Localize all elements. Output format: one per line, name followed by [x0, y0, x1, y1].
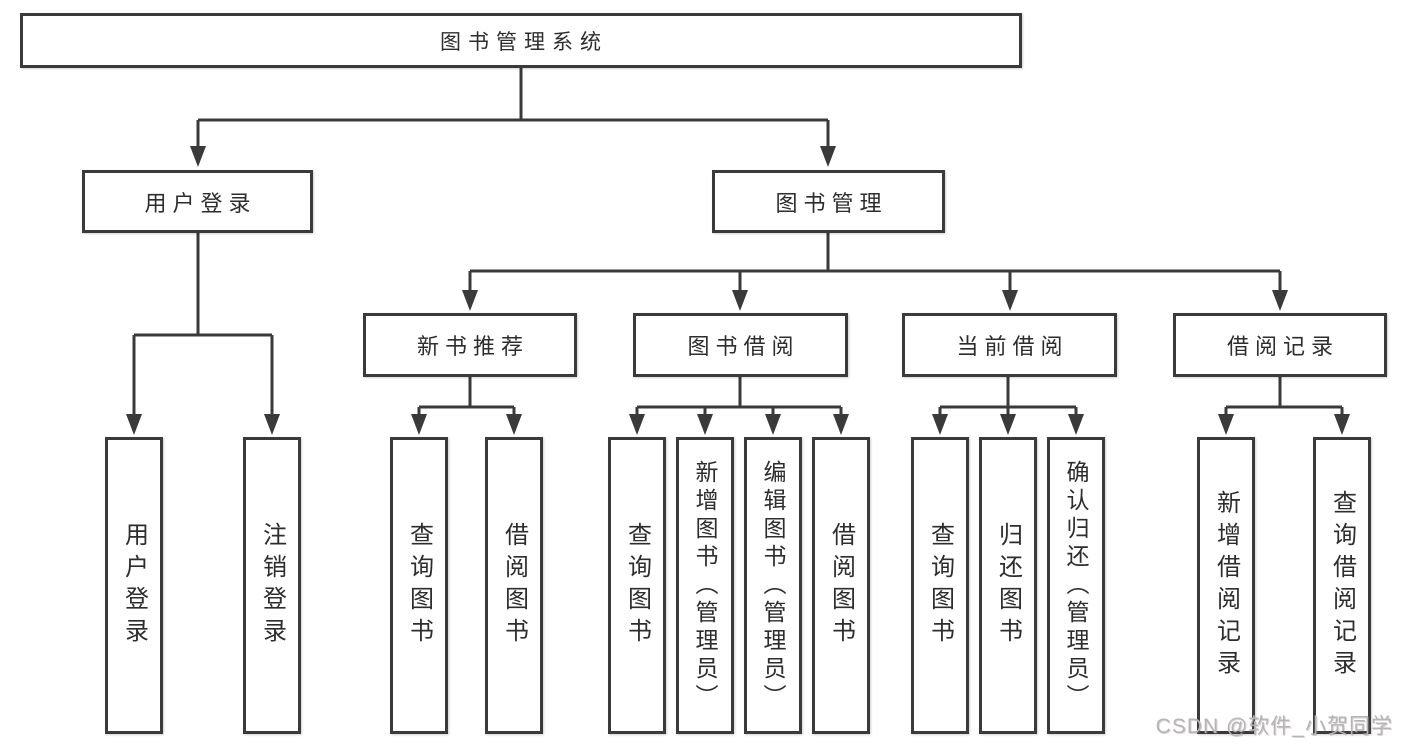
leaf-bb-borrow-books: 借阅图书: [812, 437, 870, 734]
leaf-bb-add-books-admin: 新增图书（管理员）: [676, 437, 734, 734]
node-label: 当前借阅: [956, 334, 1069, 359]
node-current-borrowing: 当前借阅: [902, 313, 1117, 377]
leaf-label: 归还图书: [994, 521, 1022, 650]
leaf-label: 新增借阅记录: [1212, 489, 1240, 682]
leaf-cb-query-books: 查询图书: [911, 437, 969, 734]
leaf-label: 借阅图书: [827, 521, 855, 650]
node-label: 图书管理: [775, 190, 888, 216]
leaf-label: 查询借阅记录: [1328, 489, 1356, 682]
leaf-bb-query-books: 查询图书: [608, 437, 666, 734]
leaf-label: 查询图书: [926, 521, 954, 650]
leaf-br-add-record: 新增借阅记录: [1197, 437, 1255, 734]
csdn-watermark: CSDN @软件_小贺同学: [1155, 715, 1393, 738]
node-label: 图书借阅: [687, 334, 800, 359]
node-book-borrowing: 图书借阅: [633, 313, 848, 377]
leaf-label: 编辑图书（管理员）: [760, 459, 786, 712]
node-book-management: 图书管理: [712, 170, 945, 233]
node-new-book-recommend: 新书推荐: [363, 313, 577, 377]
leaf-label: 查询图书: [405, 521, 433, 650]
node-label: 用户登录: [144, 190, 257, 216]
node-library-management-system: 图书管理系统: [20, 13, 1022, 68]
leaf-cb-return-books: 归还图书: [979, 437, 1037, 734]
leaf-nb-query-books: 查询图书: [390, 437, 448, 734]
leaf-logout: 注销登录: [243, 437, 301, 734]
node-label: 借阅记录: [1226, 334, 1339, 359]
leaf-cb-confirm-return-admin: 确认归还（管理员）: [1047, 437, 1105, 734]
leaf-user-login: 用户登录: [105, 437, 163, 734]
node-user-login: 用户登录: [82, 170, 313, 233]
node-label: 图书管理系统: [440, 30, 608, 54]
leaf-bb-edit-books-admin: 编辑图书（管理员）: [744, 437, 802, 734]
node-borrowing-records: 借阅记录: [1173, 313, 1387, 377]
leaf-br-query-record: 查询借阅记录: [1313, 437, 1371, 734]
leaf-label: 用户登录: [120, 521, 148, 650]
leaf-label: 注销登录: [258, 521, 286, 650]
leaf-label: 新增图书（管理员）: [692, 459, 718, 712]
leaf-label: 确认归还（管理员）: [1063, 459, 1089, 712]
leaf-label: 借阅图书: [500, 521, 528, 650]
node-label: 新书推荐: [416, 334, 529, 359]
leaf-label: 查询图书: [623, 521, 651, 650]
leaf-nb-borrow-books: 借阅图书: [485, 437, 543, 734]
